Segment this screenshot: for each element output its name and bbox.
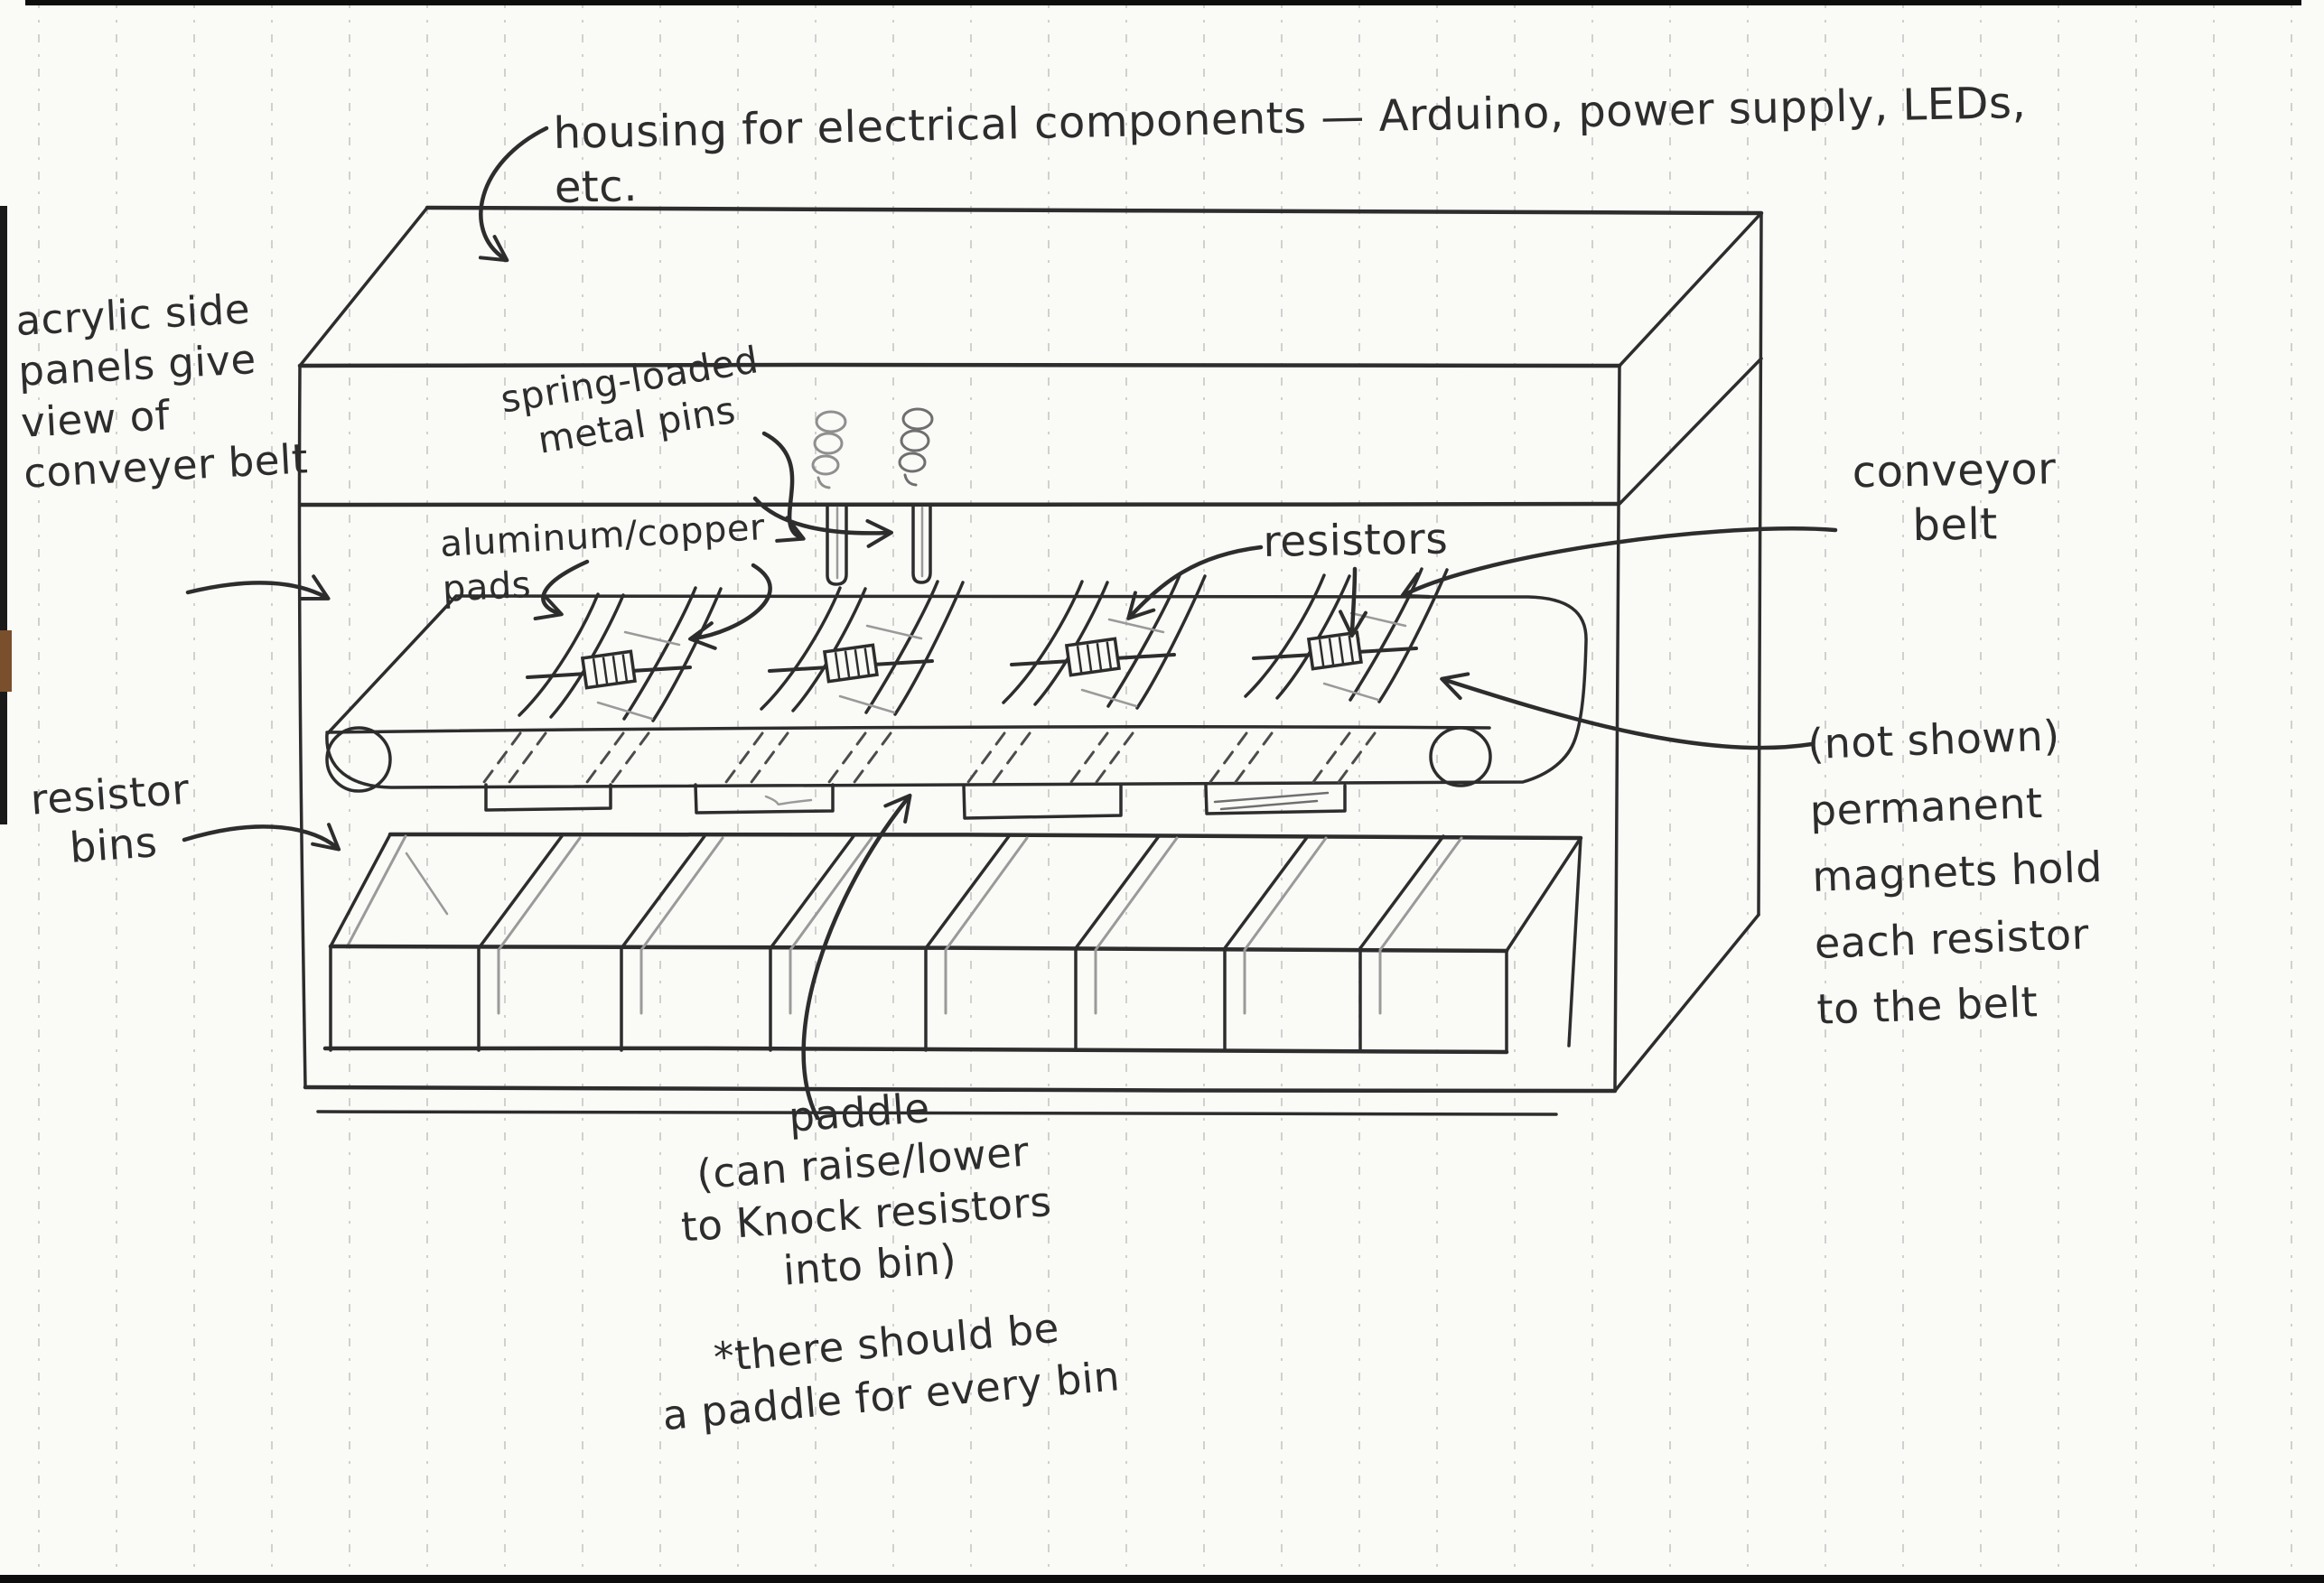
metal-pin-2 <box>911 504 932 584</box>
paddle-4 <box>1204 784 1347 815</box>
housing-box <box>297 205 1764 1116</box>
label-acrylic-note: acrylic side panels give view of conveye… <box>14 284 310 498</box>
conveyor-belt <box>325 594 1588 793</box>
arrow-resistors-2 <box>1339 566 1367 638</box>
label-conveyor-belt: conveyor belt <box>1852 443 2057 552</box>
arrow-paddle <box>801 793 912 1121</box>
label-magnets-note: (not shown) permanent magnets hold each … <box>1806 711 2104 1035</box>
arrow-housing <box>478 126 549 263</box>
arrow-magnets <box>1440 672 1815 750</box>
paddle-2 <box>694 783 835 815</box>
arrow-acrylic-panels <box>185 574 331 601</box>
arrow-resistor-bins <box>182 823 341 852</box>
resistor-bins <box>322 831 1583 1055</box>
left-roller <box>325 726 392 793</box>
paddles <box>484 783 1347 820</box>
paddle-1 <box>484 783 612 812</box>
label-paddle-note: paddle (can raise/lower to Knock resisto… <box>679 1084 1053 1295</box>
paddle-3 <box>962 784 1123 820</box>
arrow-resistors-1 <box>1126 545 1264 620</box>
metal-pin-1 <box>826 504 848 586</box>
label-resistor-bins: resistor bins <box>29 764 191 872</box>
arrow-pad-left <box>533 559 590 621</box>
arrow-pin-1 <box>761 431 806 543</box>
annotation-arrows <box>182 126 1838 1121</box>
arrow-pad-right <box>688 563 772 650</box>
label-resistors: resistors <box>1263 514 1449 567</box>
spring-pins <box>811 407 934 586</box>
arrow-conveyor-belt <box>1400 526 1838 599</box>
arrow-pin-2 <box>752 496 893 548</box>
